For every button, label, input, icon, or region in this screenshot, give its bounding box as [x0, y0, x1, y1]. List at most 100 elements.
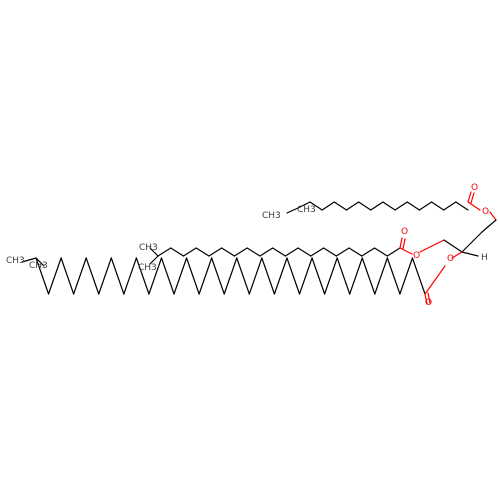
stereo-bond-h: [461, 251, 479, 257]
chain-bond-top: [455, 201, 469, 211]
chain-bond-top: [443, 201, 457, 211]
glycerol-bond-mid-o: [419, 239, 445, 253]
chain-bond-low: [236, 257, 250, 295]
chain-bond-top: [382, 201, 396, 211]
chain-bond-low: [160, 257, 175, 295]
chain-bond-mid: [246, 247, 261, 257]
chain-bond-top: [333, 201, 348, 211]
chain-bond-low: [223, 257, 238, 295]
chain-bond-mid: [233, 247, 248, 257]
chain-bond-low: [311, 257, 326, 295]
methyl-top-ethyl: CH3: [262, 211, 281, 221]
carbonyl-bond-low-double: [427, 292, 431, 304]
chain-bond-low: [35, 257, 50, 295]
chain-bond-mid: [322, 247, 337, 257]
chain-bond-low: [148, 257, 163, 295]
ester-bond-mid: [399, 247, 413, 255]
chain-bond-low: [60, 257, 75, 295]
chain-bond-top: [394, 201, 408, 211]
carbonyl-bond-low: [424, 293, 428, 305]
chain-bond-mid: [310, 247, 325, 257]
methyl-top: CH3: [297, 205, 316, 215]
chain-bond-top: [358, 201, 372, 211]
chain-bond-low: [286, 257, 301, 295]
carbonyl-bond-mid: [399, 237, 403, 249]
carbonyl-bond-mid-double: [402, 238, 406, 250]
chain-bond-mid: [221, 247, 236, 257]
oxygen-carbonyl-top: O: [471, 183, 478, 193]
chain-bond-low: [261, 257, 276, 295]
chain-bond-top: [345, 201, 360, 211]
chain-bond-low: [374, 257, 388, 295]
chain-bond-low: [411, 257, 426, 295]
chain-bond-low: [85, 257, 100, 295]
ester-bond-low: [424, 265, 446, 295]
chain-bond-top-ethyl: [286, 207, 299, 214]
chain-bond-low: [324, 257, 338, 295]
chain-bond-top: [406, 201, 420, 211]
chain-bond-mid: [373, 247, 388, 257]
chain-bond-mid: [335, 247, 350, 257]
chain-bond-top-branch: [297, 201, 311, 209]
chain-bond-mid-lower-methyl: [149, 255, 159, 265]
chain-bond-low: [198, 257, 213, 295]
ester-bond-top: [467, 201, 481, 211]
chain-bond-low: [123, 257, 137, 295]
glycerol-bond-lower-o: [451, 251, 463, 259]
chain-bond-low: [386, 257, 401, 295]
chain-bond-low: [273, 257, 288, 295]
glycerol-bond-upper: [481, 219, 497, 233]
chain-bond-low-ethyl: [21, 257, 37, 263]
carbonyl-bond-top-double: [470, 192, 475, 204]
chain-bond-top: [418, 201, 433, 211]
chain-bond-mid: [284, 247, 299, 257]
chain-bond-low: [361, 257, 376, 295]
chain-bond-mid: [361, 247, 376, 257]
oxygen-ester-mid: O: [413, 251, 420, 261]
chain-bond-mid: [208, 247, 223, 257]
chain-bond-low: [185, 257, 200, 295]
chain-bond-low: [349, 257, 363, 295]
chain-bond-top: [430, 201, 445, 211]
chain-bond-low: [173, 257, 188, 295]
glycerol-bond-center: [461, 231, 483, 253]
chain-bond-low-methyl: [35, 257, 45, 267]
hydrogen-stereo: H: [481, 253, 488, 263]
chain-bond-mid: [157, 247, 172, 257]
chain-bond-low: [135, 257, 150, 295]
chain-bond-low: [73, 257, 87, 295]
chain-bond-low: [399, 257, 414, 295]
atom-label-layer: O O O O O O H CH3 CH3 CH3 CH3 CH3 CH3: [6, 183, 489, 308]
chain-bond-mid: [348, 247, 363, 257]
chain-bond-mid: [195, 247, 210, 257]
chain-bond-low: [98, 257, 112, 295]
chain-bond-mid: [386, 247, 401, 257]
chain-bond-low: [248, 257, 263, 295]
methyl-mid-lower: CH3: [138, 263, 157, 273]
oxygen-carbonyl-mid: O: [401, 227, 408, 237]
chain-bond-mid: [259, 247, 274, 257]
chain-bond-low: [211, 257, 225, 295]
chain-bond-mid: [297, 247, 312, 257]
oxygen-carbonyl-low: O: [425, 298, 432, 308]
chain-bond-low: [110, 257, 125, 295]
chain-bond-mid-upper-methyl: [149, 247, 159, 257]
glycerol-bond-mid: [443, 239, 463, 253]
chain-bond-top: [321, 201, 335, 211]
chain-bond-mid: [182, 247, 197, 257]
bond-layer: [21, 191, 497, 305]
carbonyl-bond-top: [467, 191, 472, 203]
chain-bond-low: [47, 257, 62, 295]
chain-bond-top: [309, 201, 323, 211]
chain-bond-mid: [170, 247, 185, 257]
chain-bond-low: [298, 257, 313, 295]
oxygen-ester-top: O: [482, 207, 489, 217]
oxygen-ester-low: O: [447, 254, 454, 264]
methyl-low: CH3: [29, 261, 48, 271]
methyl-mid-upper: CH3: [139, 243, 158, 253]
methyl-low-ethyl: CH3: [6, 256, 25, 266]
ester-bond-top-to-glycerol: [489, 211, 497, 221]
chain-bond-top: [370, 201, 384, 211]
chain-bond-mid: [272, 247, 286, 257]
